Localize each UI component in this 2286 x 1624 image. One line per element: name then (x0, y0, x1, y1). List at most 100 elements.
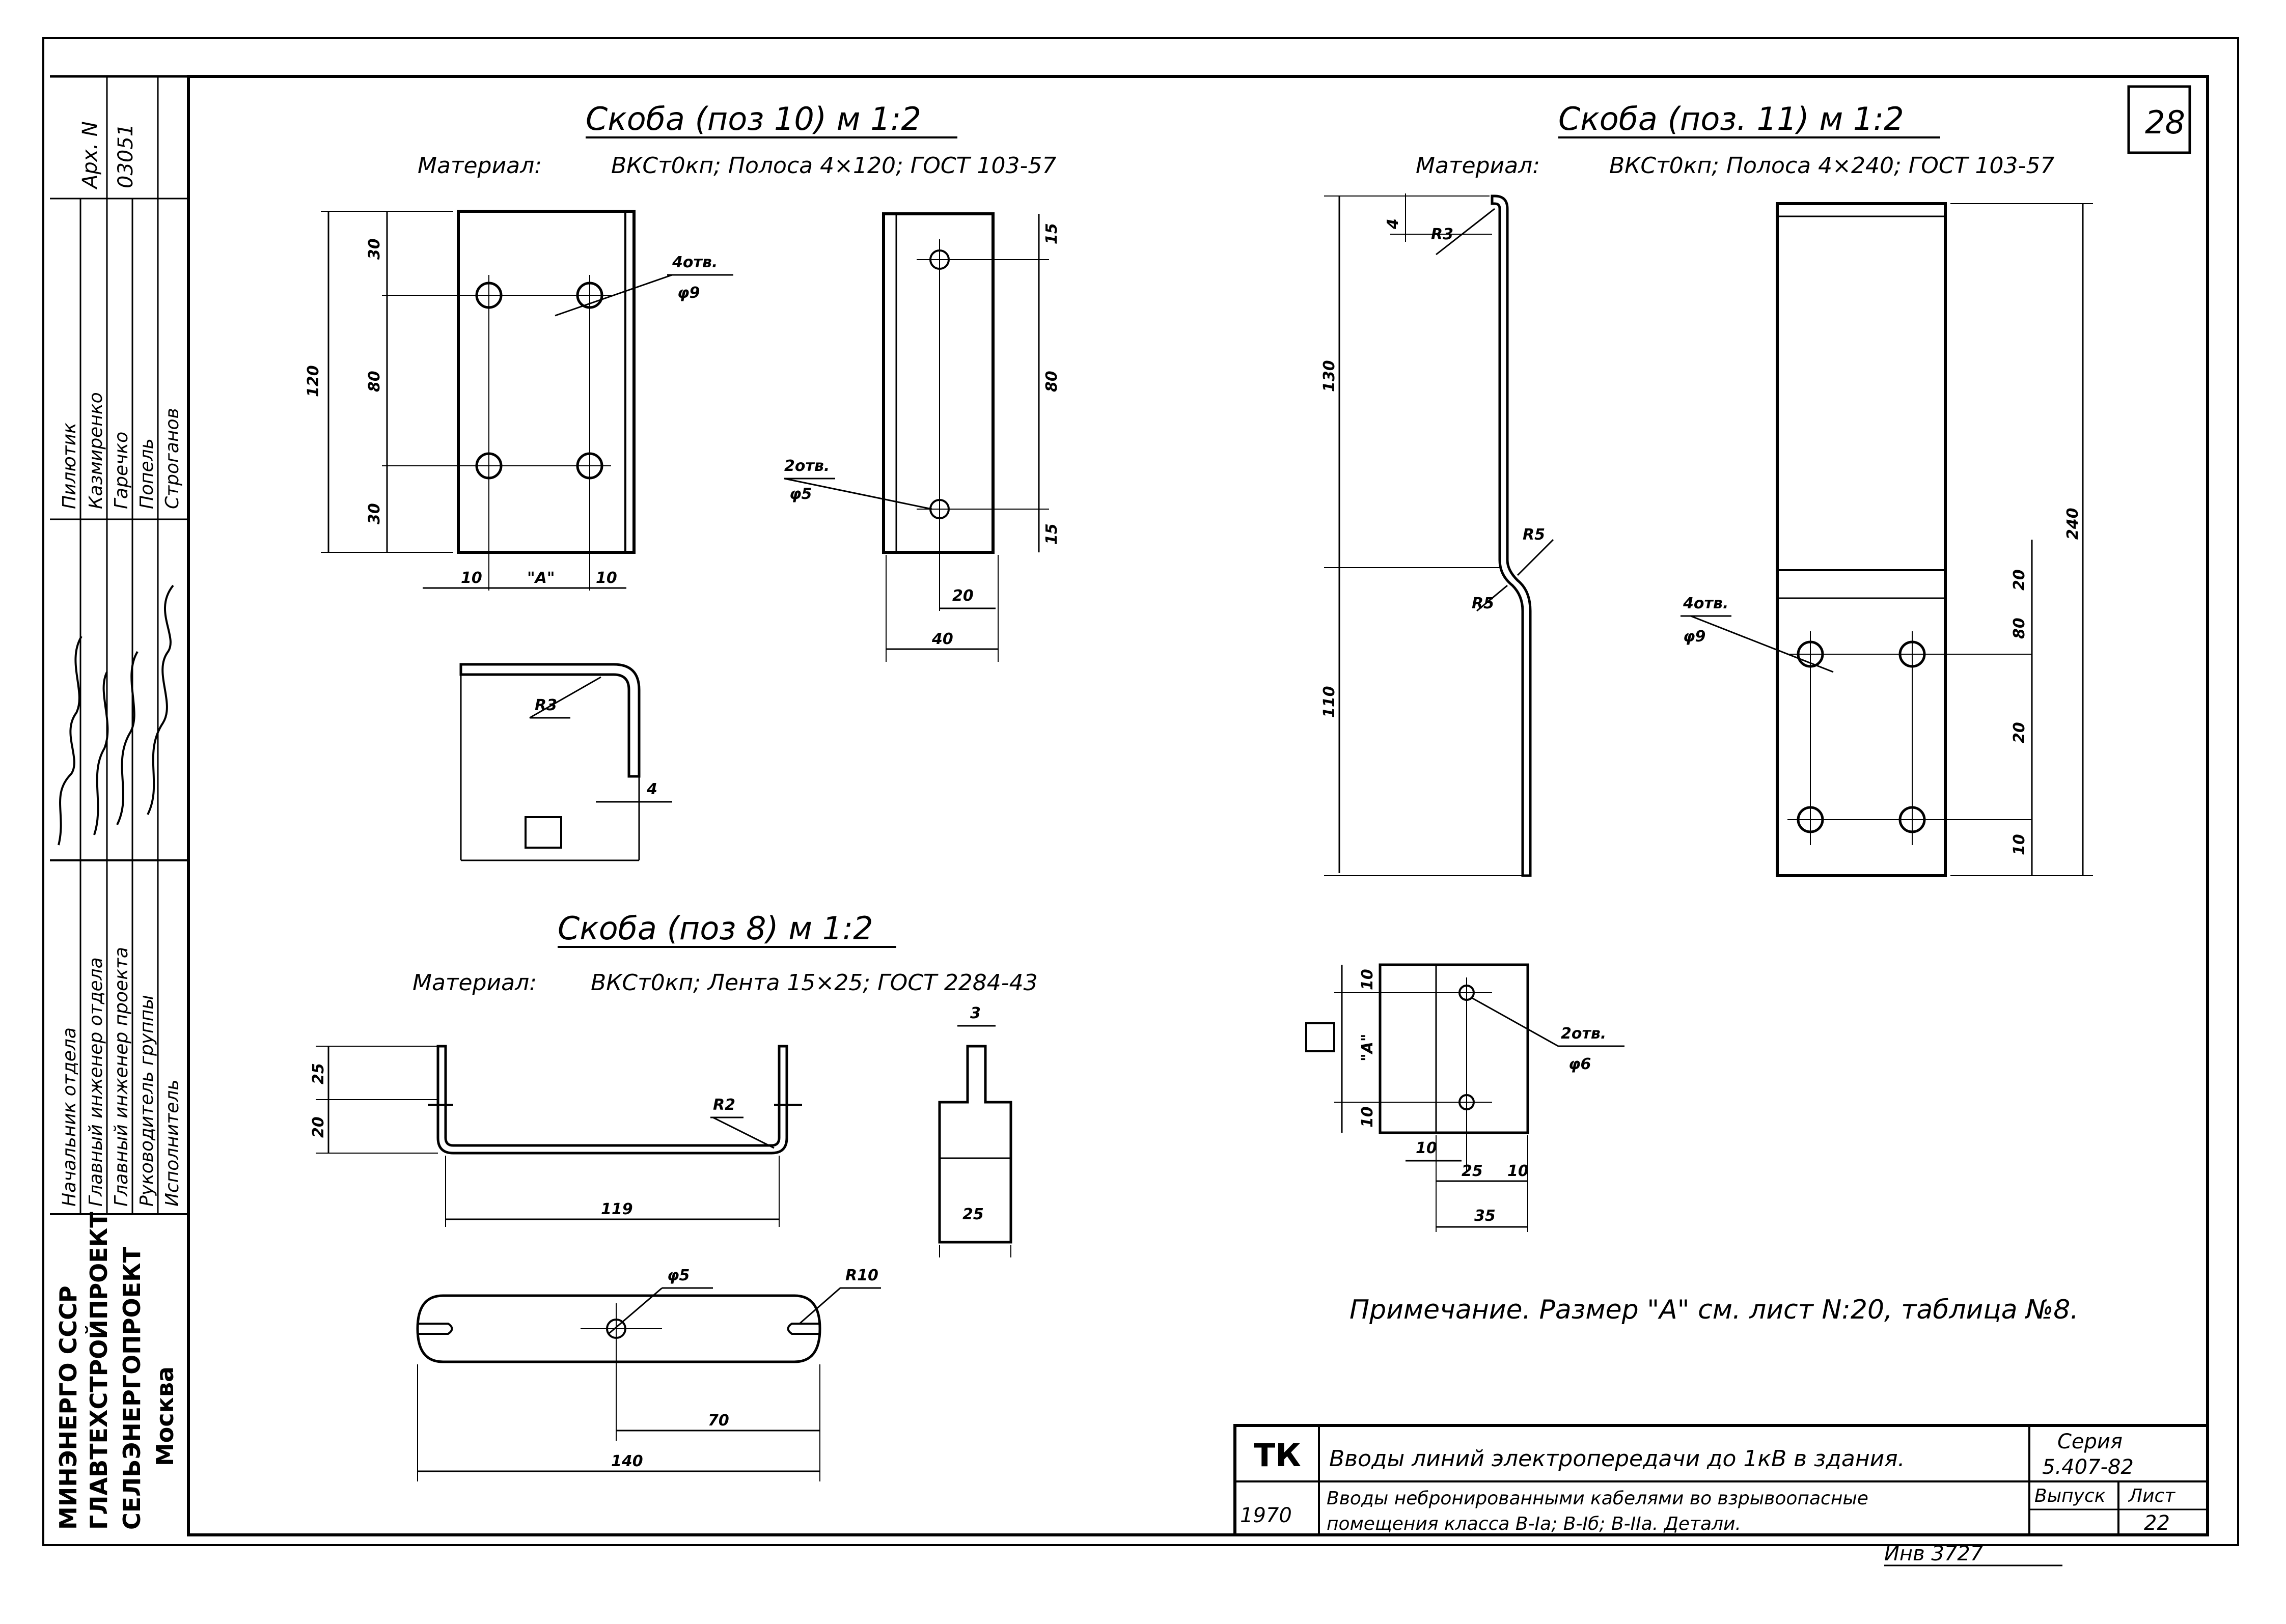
p8-material-label: Материал: (412, 970, 537, 996)
p10-dim: 10 (596, 569, 617, 587)
org-3: СЕЛЬЭНЕРГОПРОЕКТ (118, 1246, 146, 1530)
p11-dim: R3 (1431, 226, 1453, 243)
outer-frame (42, 37, 2239, 1546)
p10-dim: 20 (952, 587, 974, 605)
p8-dim: 25 (310, 1063, 327, 1084)
series-value: 5.407-82 (2042, 1455, 2134, 1479)
p10-front-view (457, 210, 636, 554)
part-11: Скоба (поз. 11) м 1:2 Материал: ВКСт0кп;… (1305, 100, 2093, 1232)
org-2: ГЛАВТЕХСТРОЙПРОЕКТ (85, 1212, 113, 1530)
p8-dim: R2 (713, 1096, 735, 1114)
p11-dim: φ6 (1568, 1055, 1591, 1073)
org-4: Москва (151, 1366, 179, 1466)
title-block-line1: Вводы линий электропередачи до 1кВ в зда… (1329, 1446, 1905, 1472)
p11-dim: 4отв. (1683, 595, 1728, 612)
p11-dim: 20 (2010, 569, 2028, 591)
p11-dim: R5 (1472, 595, 1494, 612)
p10-dim: φ5 (789, 485, 812, 503)
signature-2 (93, 671, 109, 835)
p11-material-label: Материал: (1416, 153, 1540, 179)
p11-dim: 20 (2010, 722, 2028, 743)
p10-dim: 30 (366, 238, 383, 260)
inner-frame (187, 75, 2209, 1536)
title-block-line2: Вводы небронированными кабелями во взрыв… (1327, 1488, 1868, 1509)
role-4: Руководитель группы (136, 995, 157, 1207)
p8-front-view (436, 1045, 788, 1155)
role-3: Главный инженер проекта (111, 947, 132, 1207)
p11-front-view (1776, 202, 1947, 877)
p11-dim: 130 (1320, 360, 1338, 392)
signature-4 (147, 584, 174, 815)
p10-dim: 2отв. (784, 457, 830, 475)
p11-dim: 10 (2010, 834, 2028, 855)
p10-dim: 40 (931, 630, 953, 648)
p10-dim: 10 (461, 569, 482, 587)
p10-dim: 30 (366, 503, 383, 524)
p10-dim: 15 (1043, 523, 1061, 545)
p11-dim: 2отв. (1561, 1025, 1606, 1043)
archive-label: Арх. N (78, 121, 102, 190)
p11-dim: 10 (1507, 1162, 1529, 1180)
p10-top-view (459, 663, 641, 778)
p8-slot (787, 1323, 820, 1335)
p11-dim: 25 (1462, 1162, 1483, 1180)
p8-material: ВКСт0кп; Лента 15×25; ГОСТ 2284-43 (591, 970, 1038, 996)
p10-dim: 4 (646, 780, 657, 798)
p11-dim: 35 (1474, 1207, 1496, 1225)
sheet-number: 28 (2145, 104, 2185, 141)
name-4: Попель (136, 438, 157, 509)
p10-material-label: Материал: (418, 153, 542, 179)
part-10: Скоба (поз 10) м 1:2 Материал: ВКСт0кп; … (305, 100, 1061, 861)
signature-1 (58, 635, 82, 846)
p8-dim: R10 (845, 1267, 878, 1284)
role-5: Исполнитель (162, 1079, 183, 1207)
archive-number: 03051 (114, 124, 137, 188)
org-1: МИНЭНЕРГО СССР (54, 1285, 82, 1530)
title-block-year: 1970 (1240, 1504, 1292, 1527)
p8-dim: 70 (708, 1412, 729, 1430)
p8-dim: φ5 (667, 1267, 690, 1284)
note: Примечание. Размер "А" см. лист N:20, та… (1349, 1295, 2079, 1325)
p10-dim: "А" (527, 569, 555, 587)
name-3: Гаречко (111, 432, 132, 509)
p11-dim: 10 (1359, 969, 1376, 990)
p11-dim: "А" (1359, 1034, 1376, 1061)
p10-dim: R3 (535, 696, 557, 714)
series-label: Серия (2057, 1430, 2123, 1453)
sheet-number-box: 28 (2127, 85, 2191, 154)
p11-dim: 10 (1359, 1106, 1376, 1128)
p10-dim: 15 (1043, 223, 1061, 244)
p8-title: Скоба (поз 8) м 1:2 (558, 910, 873, 947)
p11-dim: 4 (1384, 218, 1402, 230)
p8-dim: 25 (962, 1206, 984, 1223)
p11-material: ВКСт0кп; Полоса 4×240; ГОСТ 103-57 (1609, 153, 2054, 179)
inventory-number: Инв 3727 (1884, 1542, 1984, 1565)
p11-small-view (1379, 963, 1529, 1134)
p11-dim: 10 (1416, 1139, 1437, 1157)
p11-square (1305, 1022, 1335, 1052)
p8-dim: 140 (611, 1452, 643, 1470)
p10-material: ВКСт0кп; Полоса 4×120; ГОСТ 103-57 (611, 153, 1056, 179)
p8-dim: 20 (310, 1116, 327, 1138)
p10-dim: 4отв. (672, 254, 718, 271)
p10-dim: 80 (1043, 371, 1061, 392)
issue-label: Выпуск (2034, 1486, 2106, 1506)
p11-side-view (1491, 194, 1532, 877)
sheet-value: 22 (2144, 1511, 2170, 1535)
p11-dim: 240 (2064, 508, 2082, 540)
sheet-label: Лист (2128, 1486, 2175, 1506)
p11-dim: 110 (1320, 686, 1338, 718)
signature-3 (116, 651, 139, 825)
name-5: Строганов (162, 408, 183, 509)
p8-dim: 119 (601, 1200, 633, 1218)
left-stamp: Арх. N 03051 Пилютик Казмиренко Гаречко … (50, 75, 188, 1530)
p10-dim: 80 (366, 371, 383, 392)
title-block: ТК 1970 Вводы линий электропередачи до 1… (1233, 1424, 2209, 1566)
part-8: Скоба (поз 8) м 1:2 Материал: ВКСт0кп; Л… (310, 910, 1038, 1481)
title-block-code: ТК (1254, 1437, 1301, 1474)
p11-dim: φ9 (1683, 628, 1705, 646)
role-1: Начальник отдела (59, 1027, 80, 1207)
name-1: Пилютик (59, 423, 80, 509)
p10-side-view (882, 212, 995, 554)
